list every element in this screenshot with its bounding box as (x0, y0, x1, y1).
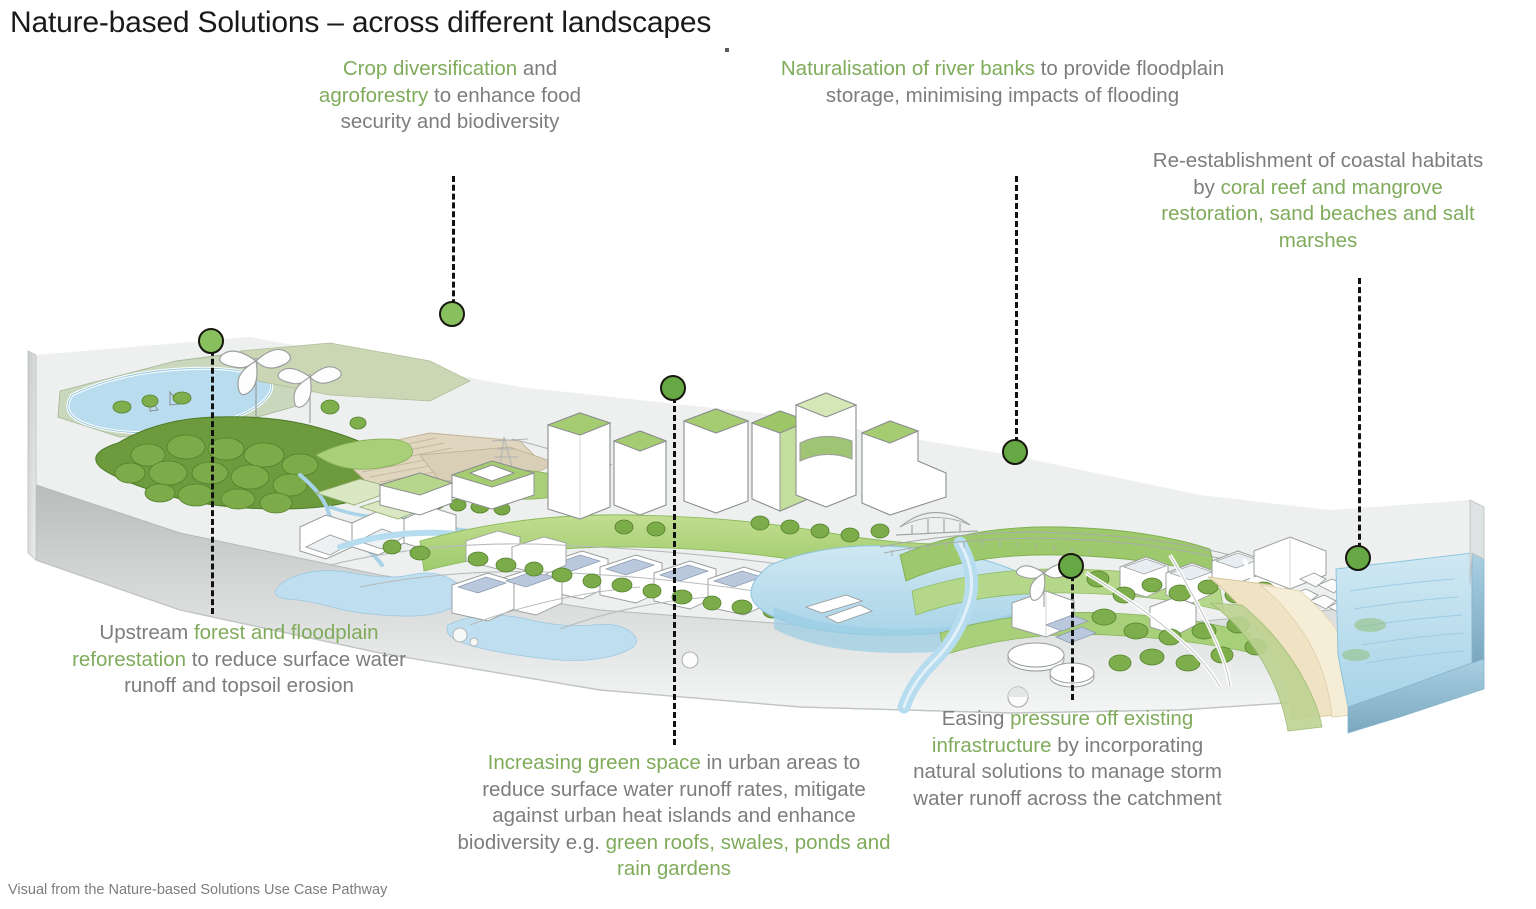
marker-river-banks[interactable] (1002, 439, 1028, 465)
callout-segment-plain: to enhance food security and biodiversit… (340, 83, 582, 134)
leader-line-infrastructure (1071, 566, 1074, 700)
landscape-block-diagram (0, 155, 1536, 735)
source-caption: Visual from the Nature-based Solutions U… (8, 882, 388, 898)
callout-segment-highlight: Crop diversification (342, 57, 518, 80)
callout-coastal-habitats: Re-establishment of coastal habitats by … (1148, 148, 1488, 254)
callout-segment-plain: Upstream (99, 621, 194, 644)
marker-urban-greenspace[interactable] (660, 375, 686, 401)
callout-segment-highlight: pressure off existing infrastructure (931, 707, 1194, 757)
stray-dot-artifact (725, 48, 729, 52)
callout-segment-plain: in urban areas to reduce surface water r… (457, 751, 866, 854)
callout-segment-highlight: agroforestry (318, 83, 429, 107)
callout-segment-plain: by incorporating natural solutions to ma… (913, 733, 1222, 810)
leader-line-crop (452, 176, 455, 314)
marker-crop-farmland[interactable] (439, 301, 465, 327)
callout-segment-plain: to provide floodplain storage, minimisin… (825, 57, 1225, 107)
callout-segment-highlight: Increasing green space (487, 751, 701, 774)
page-title: Nature-based Solutions – across differen… (10, 6, 712, 39)
leader-line-river (1015, 176, 1018, 452)
callout-segment-plain: to reduce surface water runoff and topso… (124, 647, 406, 698)
callout-easing-pressure-infrastructure: Easing pressure off existing infrastruct… (905, 706, 1230, 812)
callout-segment-highlight: Naturalisation of river banks (780, 57, 1035, 80)
leader-line-upstream (211, 341, 214, 614)
callout-segment-plain: and (517, 57, 558, 80)
callout-naturalisation-river-banks: Naturalisation of river banks to provide… (770, 56, 1235, 109)
callout-crop-diversification: Crop diversification and agroforestry to… (300, 56, 600, 136)
leader-line-greenspace (673, 388, 676, 745)
callout-segment-highlight: green roofs, swales, ponds and rain gard… (605, 830, 891, 881)
marker-coastal-habitats[interactable] (1345, 545, 1371, 571)
callout-segment-highlight: forest and floodplain reforestation (72, 621, 379, 671)
leader-line-coastal (1358, 278, 1361, 558)
callout-increasing-green-space: Increasing green space in urban areas to… (455, 750, 893, 883)
callout-segment-highlight: coral reef and mangrove restoration, san… (1161, 175, 1475, 252)
callout-upstream-reforestation: Upstream forest and floodplain reforesta… (48, 620, 430, 700)
marker-upstream-forest[interactable] (198, 328, 224, 354)
callout-segment-plain: Re-establishment of coastal habitats by (1152, 149, 1484, 199)
callout-segment-plain: Easing (941, 707, 1011, 730)
marker-infrastructure[interactable] (1058, 553, 1084, 579)
